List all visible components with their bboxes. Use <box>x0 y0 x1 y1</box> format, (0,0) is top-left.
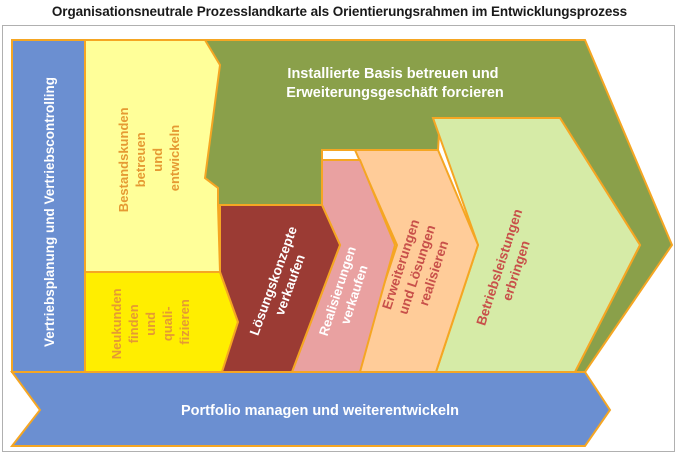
neukunden-line-2: finden <box>126 304 141 343</box>
bestandskunden-line-4: entwickeln <box>167 125 182 192</box>
installierte-basis-line-1: Installierte Basis betreuen und <box>287 66 498 82</box>
slide-frame <box>2 25 675 452</box>
neukunden-label: Neukunden finden und quali- fizieren <box>109 285 192 359</box>
neukunden-line-5: fizieren <box>177 299 192 345</box>
vertrieb-label: Vertriebsplanung und Vertriebscontrollin… <box>42 77 57 347</box>
bestandskunden-line-1: Bestandskunden <box>116 107 131 212</box>
svg-text:Bestandskunden betreue: Bestandskunden betreuen und entwickeln <box>116 104 182 212</box>
installierte-basis-line-2: Erweiterungsgeschäft forcieren <box>286 85 504 101</box>
bestandskunden-line-3: und <box>150 148 165 172</box>
bestandskunden-line-2: betreuen <box>133 132 148 187</box>
installierte-basis-label: Installierte Basis betreuen und Erweiter… <box>286 66 504 101</box>
bestandskunden-label: Bestandskunden betreuen und entwickeln <box>116 104 182 212</box>
page-title: Organisationsneutrale Prozesslandkarte a… <box>51 4 628 19</box>
neukunden-line-3: und <box>143 312 158 336</box>
neukunden-line-1: Neukunden <box>109 288 124 359</box>
portfolio-bar <box>9 371 612 447</box>
portfolio-label: Portfolio managen und weiterentwickeln <box>181 403 459 419</box>
svg-text:Neukunden finden: Neukunden finden und quali- fizieren <box>109 285 192 359</box>
neukunden-line-4: quali- <box>160 306 175 341</box>
